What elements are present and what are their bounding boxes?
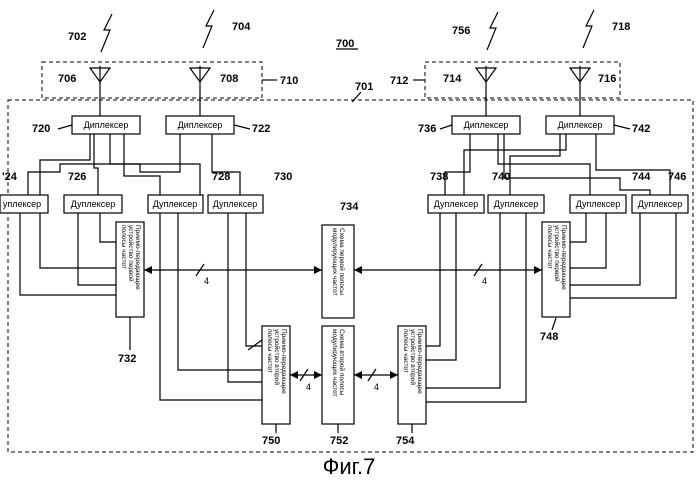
transceiver-ref-748: 748	[540, 331, 558, 343]
diplexer-ref-722: 722	[252, 123, 270, 135]
signal-ref-704: 704	[232, 21, 251, 33]
antenna-714	[476, 66, 496, 118]
transceiver-ref-754: 754	[396, 435, 415, 447]
antenna-ref-716: 716	[598, 73, 616, 85]
signal-704-icon	[203, 10, 214, 48]
antenna-group-ref-710: 710	[280, 75, 298, 87]
signal-ref-756: 756	[452, 25, 470, 37]
diplexer-720: Диплексер	[72, 116, 140, 134]
signal-ref-702: 702	[68, 31, 86, 43]
modulator-ref-752: 752	[330, 435, 348, 447]
duplexer-726: Дуплексер	[64, 195, 122, 213]
transceiver-754: Приемо-передающее устройство второй поло…	[398, 326, 426, 424]
signal-756-icon	[487, 12, 498, 50]
bus-width-label: 4	[204, 276, 209, 286]
antenna-706	[90, 66, 110, 118]
svg-text:Диплексер: Диплексер	[178, 120, 223, 130]
bus-width-label: 4	[306, 382, 311, 392]
duplexer-ref-740: 740	[492, 171, 510, 183]
duplexer-ref-730: 730	[274, 171, 292, 183]
antenna-group-ref-712: 712	[390, 75, 408, 87]
duplexer-ref-724: '24	[2, 171, 18, 183]
svg-text:Схема второй полосы моду: Схема второй полосы модулирующих частот	[331, 329, 346, 397]
svg-text:Дуплексер: Дуплексер	[153, 199, 197, 209]
duplexer-ref-746: 746	[668, 171, 686, 183]
duplexer-744: Дуплексер	[570, 195, 626, 213]
modulator-734: Схема первой полосы модулирующих частот	[322, 225, 354, 318]
svg-text:Дуплексер: Дуплексер	[576, 199, 620, 209]
duplexer-738: Дуплексер	[428, 195, 484, 213]
svg-text:Диплексер: Диплексер	[84, 120, 129, 130]
svg-text:Схема первой полосы моду: Схема первой полосы модулирующих частот	[331, 228, 346, 297]
diplexer-ref-720: 720	[32, 123, 50, 135]
svg-text:Дуплексер: Дуплексер	[213, 199, 257, 209]
svg-text:уплексер: уплексер	[3, 199, 41, 209]
svg-text:Диплексер: Диплексер	[558, 120, 603, 130]
diplexer-742: Диплексер	[546, 116, 614, 134]
bus-width-label: 4	[374, 382, 379, 392]
duplexer-ref-726: 726	[68, 171, 86, 183]
svg-text:Дуплексер: Дуплексер	[71, 199, 115, 209]
diplexer-ref-742: 742	[632, 123, 650, 135]
duplexer-740: Дуплексер	[488, 195, 544, 213]
duplexer-746: Дуплексер	[632, 195, 688, 213]
antenna-ref-708: 708	[220, 73, 238, 85]
svg-text:Диплексер: Диплексер	[464, 120, 509, 130]
transceiver-732: Приемо-передающее устройство первой поло…	[116, 222, 144, 317]
duplexer-ref-728: 728	[212, 171, 230, 183]
signal-702-icon	[101, 14, 112, 52]
duplexer-724: уплексер	[0, 195, 48, 213]
svg-text:Дуплексер: Дуплексер	[494, 199, 538, 209]
signal-718-icon	[583, 10, 594, 48]
signal-ref-718: 718	[612, 21, 630, 33]
duplexer-ref-744: 744	[632, 171, 651, 183]
modulator-ref-734: 734	[340, 201, 359, 213]
diplexer-736: Диплексер	[452, 116, 520, 134]
bus-width-label: 4	[482, 276, 487, 286]
svg-text:Дуплексер: Дуплексер	[638, 199, 682, 209]
transceiver-750: Приемо-передающее устройство второй поло…	[262, 326, 290, 424]
duplexer-730: Дуплексер	[208, 195, 263, 213]
system-ref: 700	[336, 38, 354, 50]
antenna-ref-706: 706	[58, 73, 76, 85]
transceiver-ref-750: 750	[262, 435, 280, 447]
modulator-752: Схема второй полосы модулирующих частот	[322, 326, 354, 424]
enclosure-ref: 701	[355, 81, 373, 93]
antenna-708	[190, 66, 210, 118]
transceiver-ref-732: 732	[118, 353, 136, 365]
diplexer-ref-736: 736	[418, 123, 436, 135]
diplexer-722: Диплексер	[166, 116, 234, 134]
transceiver-748: Приемо-передающее устройство первой поло…	[542, 222, 570, 317]
antenna-ref-714: 714	[443, 73, 462, 85]
duplexer-ref-738: 738	[430, 171, 448, 183]
duplexer-728: Дуплексер	[148, 195, 203, 213]
svg-text:Дуплексер: Дуплексер	[434, 199, 478, 209]
antenna-716	[570, 66, 590, 118]
figure-caption: Фиг.7	[323, 454, 376, 479]
